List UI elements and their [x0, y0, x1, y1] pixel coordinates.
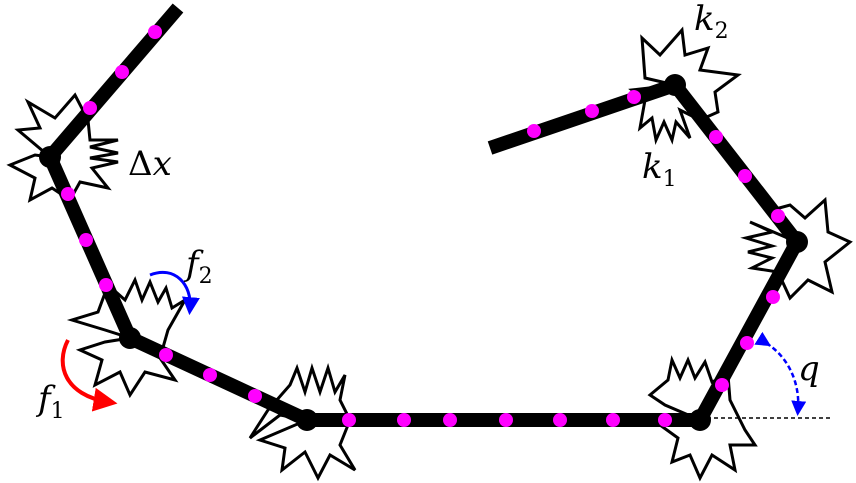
bead [738, 169, 752, 183]
bead [148, 25, 162, 39]
k1-sub: 1 [663, 167, 677, 192]
bead [585, 104, 599, 118]
q-label: q [798, 349, 820, 389]
bead [499, 413, 513, 427]
bead [397, 413, 411, 427]
bead [79, 233, 93, 247]
joint-springs [6, 26, 853, 482]
bead [527, 124, 541, 138]
bead [115, 65, 129, 79]
delta-symbol: Δ [128, 144, 153, 184]
joint-node [296, 409, 318, 431]
bead [627, 90, 641, 104]
bead [658, 413, 672, 427]
bead [83, 101, 97, 115]
joint-node [119, 327, 141, 349]
bead [99, 278, 113, 292]
chain-joints [39, 74, 808, 431]
bead [553, 413, 567, 427]
f1-label: f1 [35, 379, 65, 424]
bead [715, 378, 729, 392]
delta-var: x [153, 144, 172, 184]
f2-label: f2 [183, 244, 213, 289]
k1-label: k1 [642, 147, 677, 192]
joint-node [689, 409, 711, 431]
joint-node [664, 74, 686, 96]
f1-arrow [60, 339, 118, 412]
f2-sub: 2 [199, 264, 213, 289]
joint-node [786, 231, 808, 253]
f1-sub: 1 [51, 399, 65, 424]
bead [740, 336, 754, 350]
delta-x-label: Δx [128, 144, 172, 184]
bead [159, 348, 173, 362]
joint-node [39, 146, 61, 168]
k1-main: k [642, 147, 663, 187]
bead [443, 413, 457, 427]
bead [709, 130, 723, 144]
bead [248, 389, 262, 403]
bead [766, 290, 780, 304]
bead [61, 187, 75, 201]
bead [606, 413, 620, 427]
bead [203, 368, 217, 382]
k2-label: k2 [694, 0, 729, 44]
bead [342, 413, 356, 427]
bead [771, 209, 785, 223]
k2-main: k [694, 0, 715, 39]
k2-sub: 2 [715, 19, 729, 44]
chain-beads [61, 25, 785, 427]
f2-arrow [149, 270, 200, 316]
q-angle-arrow [754, 331, 807, 416]
